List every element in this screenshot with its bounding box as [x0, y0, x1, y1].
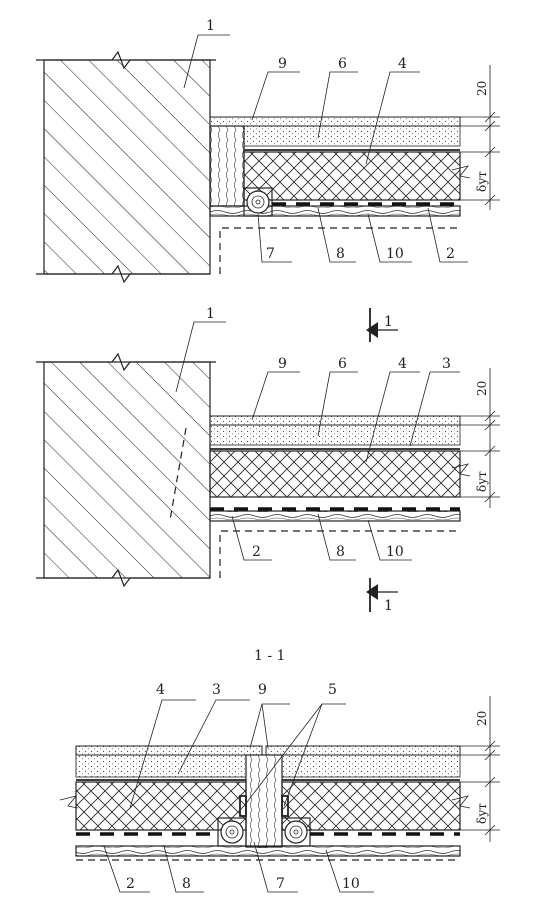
wall-masonry-top [43, 59, 211, 275]
round-profile-top [246, 190, 270, 214]
callout-top-2: 2 [446, 246, 455, 262]
callout-middle-8: 8 [336, 544, 345, 560]
callout-middle-10: 10 [386, 544, 404, 560]
section-marker-upper-label: 1 [384, 314, 393, 330]
callout-middle-4: 4 [398, 356, 407, 372]
screed-layer-top [209, 116, 461, 127]
screed-layer-right [265, 745, 461, 756]
dim-top-insulation: δут [475, 171, 489, 192]
board-layer-top [243, 125, 461, 147]
dim-bottom-insulation: δут [475, 803, 489, 824]
board-layer-middle [209, 424, 461, 446]
base-layer-bottom [75, 845, 461, 857]
screed-layer-left [75, 745, 263, 756]
detail-top [36, 34, 500, 284]
callout-top-10: 10 [386, 246, 404, 262]
callout-top-7: 7 [266, 246, 275, 262]
callout-bottom-4: 4 [156, 682, 165, 698]
callout-middle-1: 1 [206, 306, 215, 322]
detail-section-1-1 [59, 696, 500, 893]
dim-top-screed: 20 [475, 81, 489, 96]
base-layer-middle [209, 510, 461, 522]
insulation-layer-left [75, 781, 247, 831]
wall-masonry-middle [43, 361, 211, 579]
insulation-layer-top [243, 151, 461, 201]
base-layer-top [209, 205, 461, 217]
callout-top-8: 8 [336, 246, 345, 262]
section-marker-upper [366, 308, 398, 342]
wood-edge-block-top [209, 125, 245, 207]
board-layer-right [281, 754, 461, 778]
callout-bottom-8: 8 [182, 876, 191, 892]
callout-bottom-2: 2 [126, 876, 135, 892]
detail-middle [36, 321, 500, 588]
callout-bottom-5: 5 [328, 682, 337, 698]
section-marker-lower-label: 1 [384, 598, 393, 614]
callout-bottom-9: 9 [258, 682, 267, 698]
insulation-layer-middle [209, 450, 461, 498]
screed-layer-middle [209, 415, 461, 426]
dim-middle-insulation: δут [475, 471, 489, 492]
callout-bottom-7: 7 [276, 876, 285, 892]
callout-top-6: 6 [338, 56, 347, 72]
callout-top-4: 4 [398, 56, 407, 72]
central-wood-joist [245, 754, 283, 848]
callout-bottom-10: 10 [342, 876, 360, 892]
round-profile-left [220, 820, 244, 844]
insulation-layer-right [281, 781, 461, 831]
dim-middle-screed: 20 [475, 381, 489, 396]
round-profile-right [284, 820, 308, 844]
dim-bottom-screed: 20 [475, 711, 489, 726]
callout-top-1: 1 [206, 18, 215, 34]
callout-middle-9: 9 [278, 356, 287, 372]
callout-middle-2: 2 [252, 544, 261, 560]
section-title: 1 - 1 [254, 648, 285, 664]
callout-bottom-3: 3 [212, 682, 221, 698]
callout-middle-3: 3 [442, 356, 451, 372]
callout-top-9: 9 [278, 56, 287, 72]
callout-middle-6: 6 [338, 356, 347, 372]
board-layer-left [75, 754, 247, 778]
section-marker-lower [366, 578, 398, 612]
